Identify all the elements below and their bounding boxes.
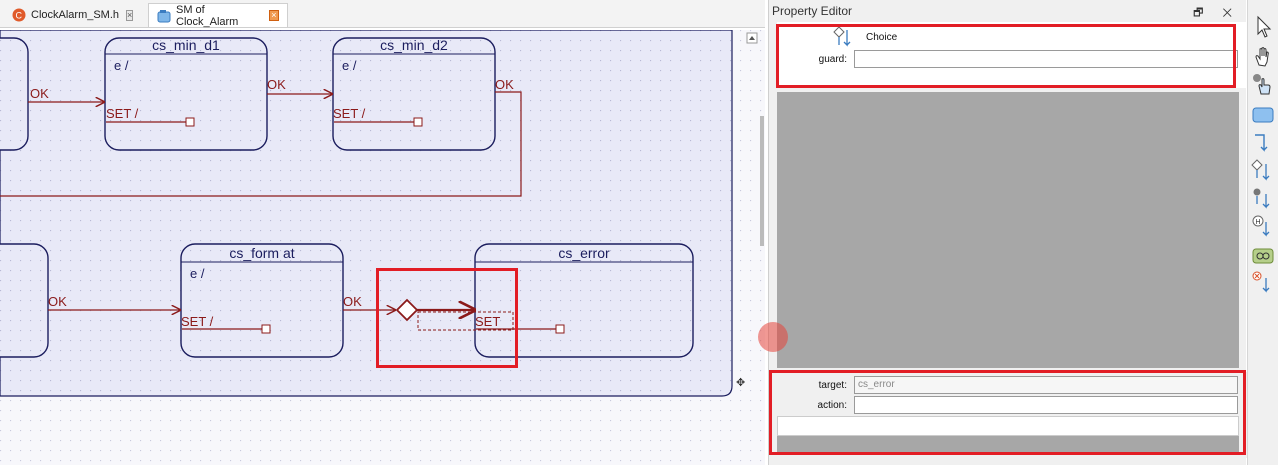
statemachine-icon bbox=[157, 9, 171, 23]
state-entry: e / bbox=[190, 266, 205, 281]
transition-label: OK bbox=[343, 294, 362, 309]
initial-icon[interactable] bbox=[1250, 186, 1276, 212]
target-label: target: bbox=[818, 380, 847, 391]
svg-text:H: H bbox=[1256, 219, 1261, 226]
state-cs-error[interactable]: cs_error SET bbox=[474, 243, 694, 358]
resize-handle-icon[interactable]: ✥ bbox=[736, 377, 745, 389]
property-editor-empty-area bbox=[777, 436, 1239, 454]
panel-title: Property Editor bbox=[772, 4, 853, 18]
transition-label: OK bbox=[267, 77, 286, 92]
selection-outline bbox=[417, 311, 514, 331]
state-entry: e / bbox=[342, 58, 357, 73]
panel-window-buttons[interactable]: 🗗 ✕ bbox=[1193, 7, 1240, 19]
diagram-canvas[interactable]: cs_min_d1 e / SET / cs_min_d2 e / SET / … bbox=[0, 30, 765, 465]
final-icon[interactable] bbox=[1250, 270, 1276, 296]
choice-node[interactable] bbox=[395, 298, 419, 322]
close-tab-icon[interactable]: × bbox=[126, 9, 134, 21]
transition-label: OK bbox=[48, 294, 67, 309]
state-cs-format[interactable]: cs_form at e / SET / bbox=[180, 243, 344, 358]
action-label: action: bbox=[817, 400, 847, 411]
property-editor-empty-area bbox=[777, 92, 1239, 368]
choice-icon[interactable] bbox=[1250, 158, 1276, 184]
editor-tab-bar: C ClockAlarm_SM.h × SM of Clock_Alarm × bbox=[0, 0, 765, 28]
close-tab-icon[interactable]: × bbox=[268, 10, 279, 21]
transition-label: OK bbox=[30, 86, 49, 101]
state-name: cs_form at bbox=[229, 245, 294, 261]
tab-clockalarm-header[interactable]: C ClockAlarm_SM.h × bbox=[4, 3, 134, 27]
action-editor[interactable] bbox=[777, 416, 1239, 436]
add-state-icon[interactable] bbox=[1250, 72, 1276, 98]
choice-icon bbox=[833, 26, 857, 48]
select-arrow-icon[interactable] bbox=[1250, 14, 1276, 40]
transition-arrow[interactable] bbox=[0, 91, 522, 197]
c-file-icon: C bbox=[12, 8, 26, 22]
internal-transition-label: SET bbox=[475, 314, 500, 329]
choice-properties: Choice guard: bbox=[777, 22, 1247, 88]
history-icon[interactable]: H bbox=[1250, 214, 1276, 240]
element-type-label: Choice bbox=[866, 32, 898, 43]
svg-text:C: C bbox=[16, 11, 23, 21]
internal-transition-label: SET / bbox=[333, 106, 366, 121]
state-entry: e / bbox=[114, 58, 129, 73]
guard-input[interactable] bbox=[854, 50, 1238, 68]
cursor-highlight bbox=[758, 322, 788, 352]
internal-transition-label: SET / bbox=[181, 314, 214, 329]
transition-icon[interactable] bbox=[1250, 130, 1276, 156]
guard-label: guard: bbox=[818, 54, 847, 65]
internal-transition-label: SET / bbox=[106, 106, 139, 121]
diagram-toolbox: H bbox=[1247, 0, 1278, 465]
action-input[interactable] bbox=[854, 396, 1238, 414]
state-cs-min-d2[interactable]: cs_min_d2 e / SET / bbox=[332, 37, 496, 151]
tab-label: ClockAlarm_SM.h bbox=[31, 9, 120, 21]
transition-properties: target: cs_error action: bbox=[777, 372, 1247, 458]
tab-sm-clock-alarm[interactable]: SM of Clock_Alarm × bbox=[148, 3, 288, 28]
state-name: cs_min_d1 bbox=[152, 37, 220, 53]
state-diagram[interactable]: cs_min_d1 e / SET / cs_min_d2 e / SET / … bbox=[0, 30, 765, 465]
submachine-icon[interactable] bbox=[1250, 244, 1276, 270]
property-editor-panel: Property Editor 🗗 ✕ Choice guard: target… bbox=[768, 0, 1247, 465]
state-name: cs_min_d2 bbox=[380, 37, 448, 53]
pan-hand-icon[interactable] bbox=[1250, 44, 1276, 70]
state-icon[interactable] bbox=[1250, 102, 1276, 128]
tab-label: SM of Clock_Alarm bbox=[176, 3, 239, 28]
state-name: cs_error bbox=[558, 245, 610, 261]
target-field[interactable]: cs_error bbox=[854, 376, 1238, 394]
state-cs-min-d1[interactable]: cs_min_d1 e / SET / bbox=[104, 37, 268, 151]
transition-label: OK bbox=[495, 77, 514, 92]
